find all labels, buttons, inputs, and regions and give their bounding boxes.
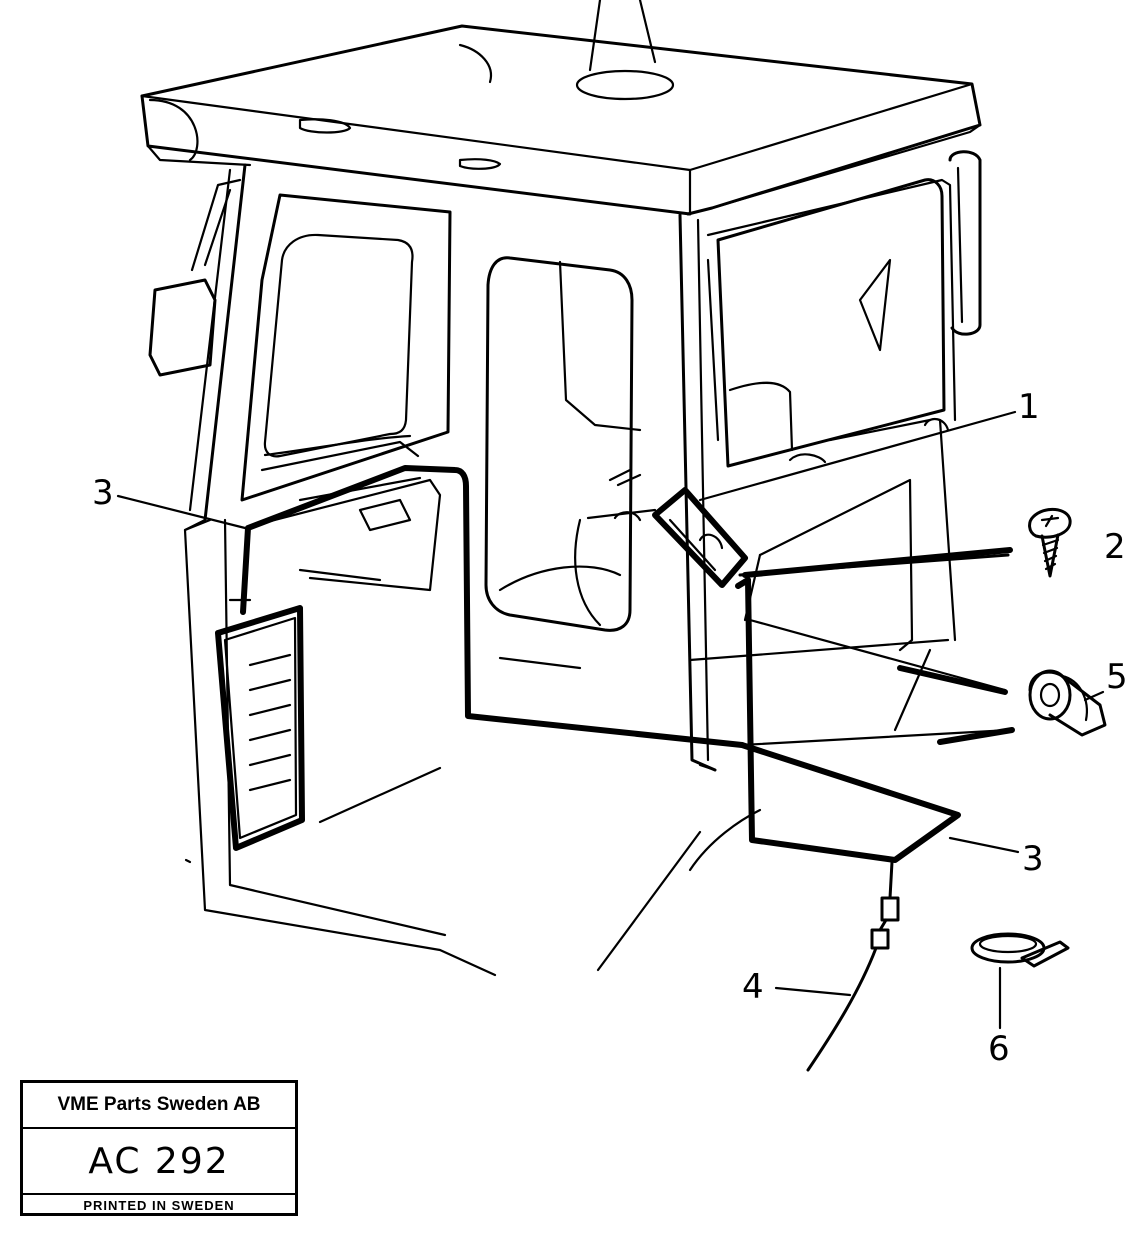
center-window <box>484 256 657 632</box>
callout-3-right: 3 <box>1022 839 1044 879</box>
right-door-panel <box>743 478 932 732</box>
dashboard <box>253 476 442 592</box>
cable-tie-icon <box>970 932 1070 968</box>
cable <box>806 860 900 1072</box>
callout-5: 5 <box>1106 657 1128 697</box>
side-mirror <box>148 178 242 377</box>
left-door-window <box>240 193 452 502</box>
callout-4: 4 <box>742 967 764 1007</box>
cab-roof <box>140 0 982 216</box>
callout-6: 6 <box>988 1029 1010 1069</box>
callout-1: 1 <box>1018 387 1040 427</box>
printed-note: PRINTED IN SWEDEN <box>83 1197 235 1213</box>
grab-handle <box>948 150 982 336</box>
switch-panel <box>215 605 305 851</box>
wiring-harness <box>240 465 961 863</box>
callout-3-left: 3 <box>92 473 114 513</box>
grommet-icon <box>1028 669 1107 737</box>
cab-frame <box>183 163 957 977</box>
callout-2: 2 <box>1104 527 1126 567</box>
title-block: VME Parts Sweden AB AC 292 PRINTED IN SW… <box>20 1080 298 1216</box>
floor-lines <box>184 763 762 972</box>
leader-lines <box>116 410 1105 1030</box>
drawing-code: AC 292 <box>23 1129 295 1195</box>
screw-icon <box>1028 508 1072 578</box>
company-name: VME Parts Sweden AB <box>23 1083 295 1129</box>
right-side-window <box>706 178 950 468</box>
control-box <box>652 487 748 588</box>
